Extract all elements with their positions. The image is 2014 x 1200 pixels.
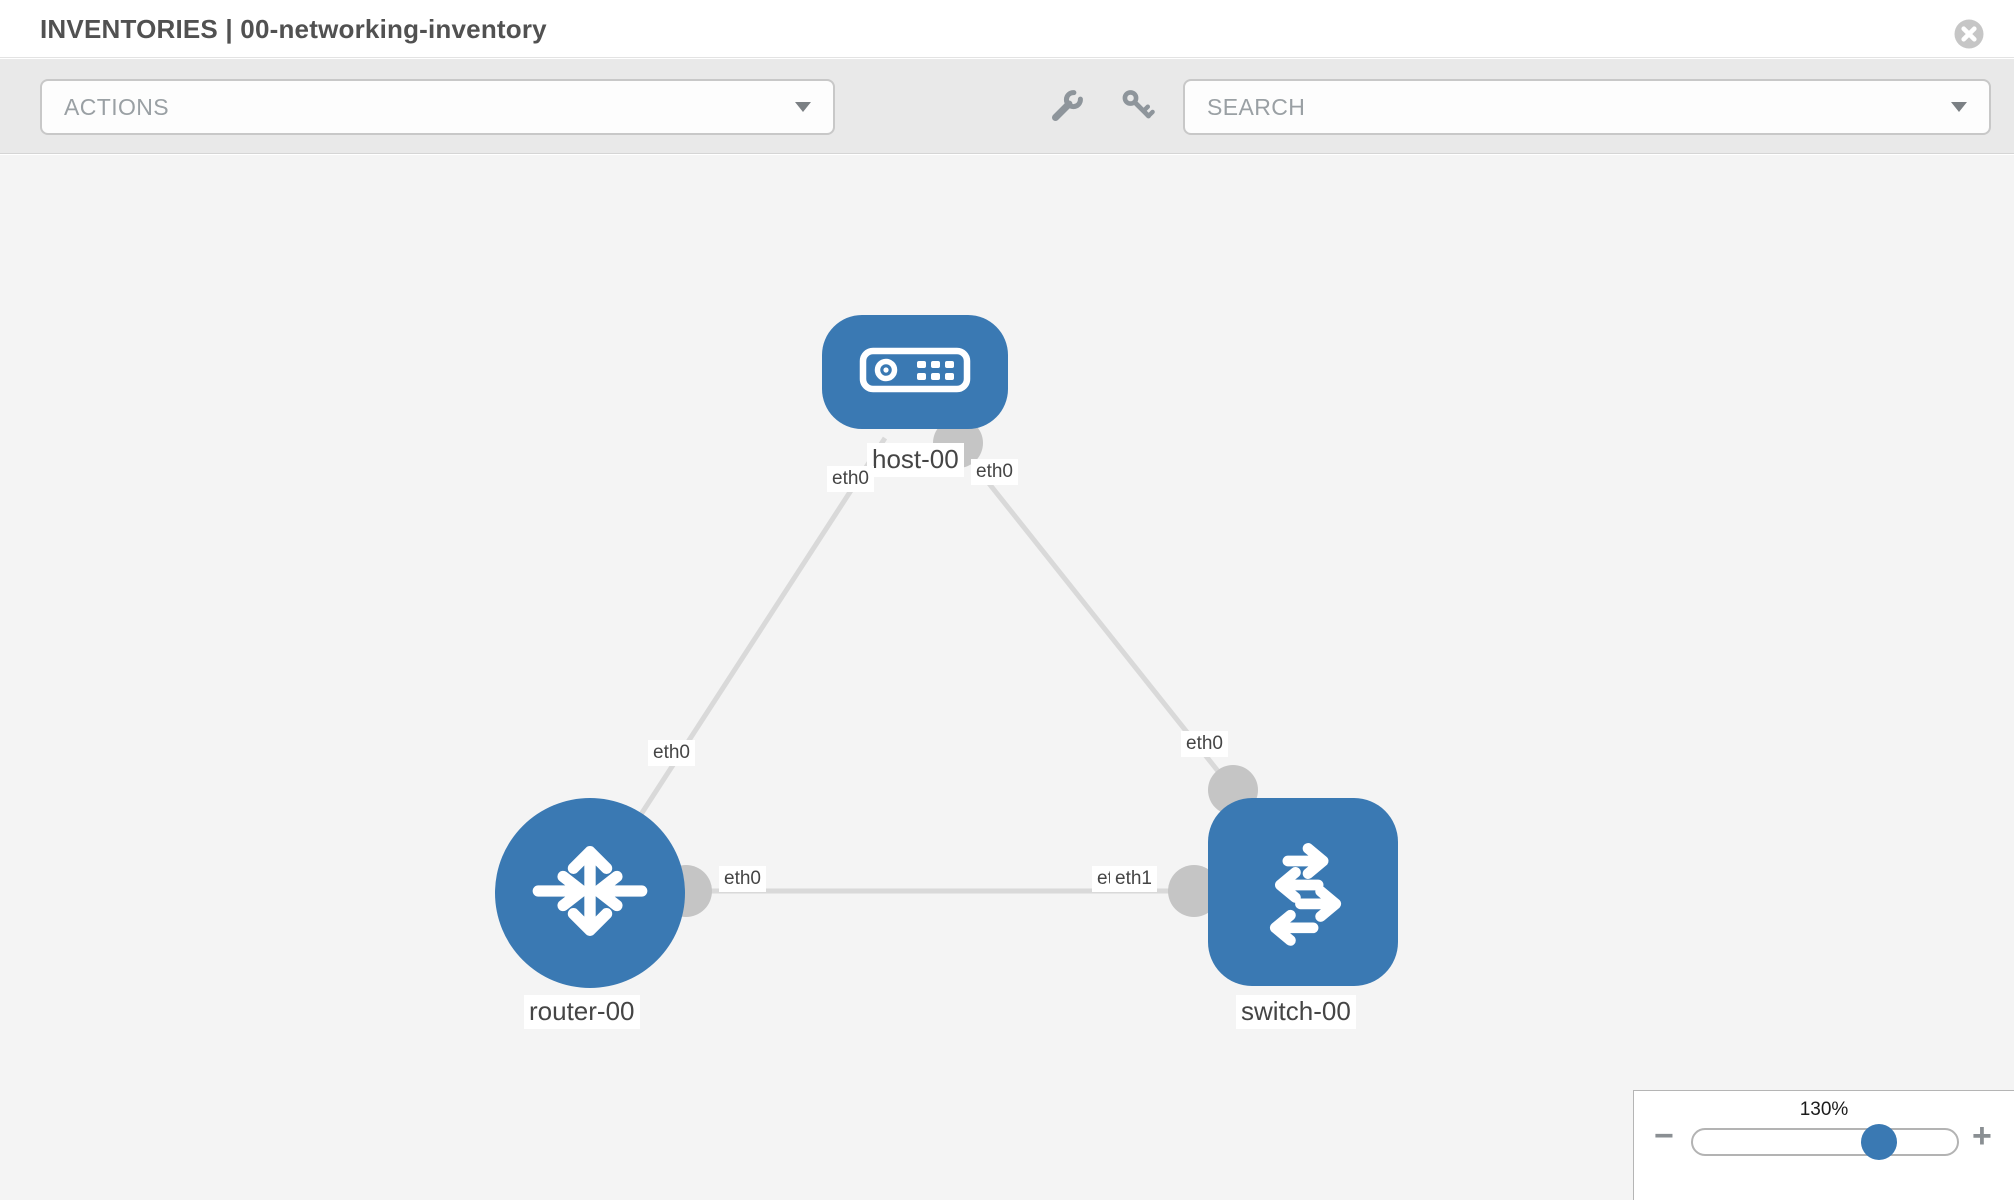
page-title: INVENTORIES | 00-networking-inventory (40, 14, 547, 44)
node-label-switch[interactable]: switch-00 (1236, 995, 1356, 1029)
caret-down-icon (795, 102, 811, 112)
zoom-slider-track[interactable] (1691, 1124, 1959, 1160)
key-icon[interactable] (1120, 87, 1156, 128)
interface-label-switch-left-2: eth1 (1110, 866, 1157, 892)
interface-label-switch-top: eth0 (1181, 731, 1228, 757)
interface-label-host-right: eth0 (971, 459, 1018, 485)
actions-dropdown[interactable]: ACTIONS (40, 79, 835, 135)
topology-links (587, 435, 1240, 895)
zoom-out-button[interactable]: − (1654, 1117, 1674, 1155)
router-icon (528, 829, 652, 958)
zoom-slider-thumb[interactable] (1861, 1124, 1897, 1160)
node-switch-00[interactable] (1208, 798, 1398, 986)
wrench-icon[interactable] (1048, 87, 1086, 130)
actions-dropdown-label: ACTIONS (64, 93, 170, 120)
node-label-router[interactable]: router-00 (524, 995, 640, 1029)
toolbar: ACTIONS SEARCH (0, 59, 2014, 154)
search-dropdown[interactable]: SEARCH (1183, 79, 1991, 135)
node-router-00[interactable] (495, 798, 685, 988)
node-label-host[interactable]: host-00 (867, 443, 964, 477)
interface-label-router-right: eth0 (719, 866, 766, 892)
switch-icon (1240, 827, 1366, 958)
close-button[interactable] (1954, 19, 1984, 49)
host-icon (859, 347, 971, 398)
header: INVENTORIES | 00-networking-inventory (0, 0, 2014, 58)
node-host-00[interactable] (822, 315, 1008, 429)
interface-label-host-left: eth0 (827, 466, 874, 492)
topology-canvas[interactable]: host-00 router-00 switch-00 eth0 eth0 et… (0, 155, 2014, 1200)
zoom-in-button[interactable]: + (1972, 1117, 1992, 1155)
x-circle-icon (1954, 19, 1984, 52)
search-dropdown-label: SEARCH (1207, 93, 1306, 120)
zoom-panel: 130% − + (1633, 1090, 2014, 1200)
interface-label-router-top: eth0 (648, 740, 695, 766)
zoom-level: 130% (1799, 1099, 1849, 1120)
caret-down-icon (1951, 102, 1967, 112)
